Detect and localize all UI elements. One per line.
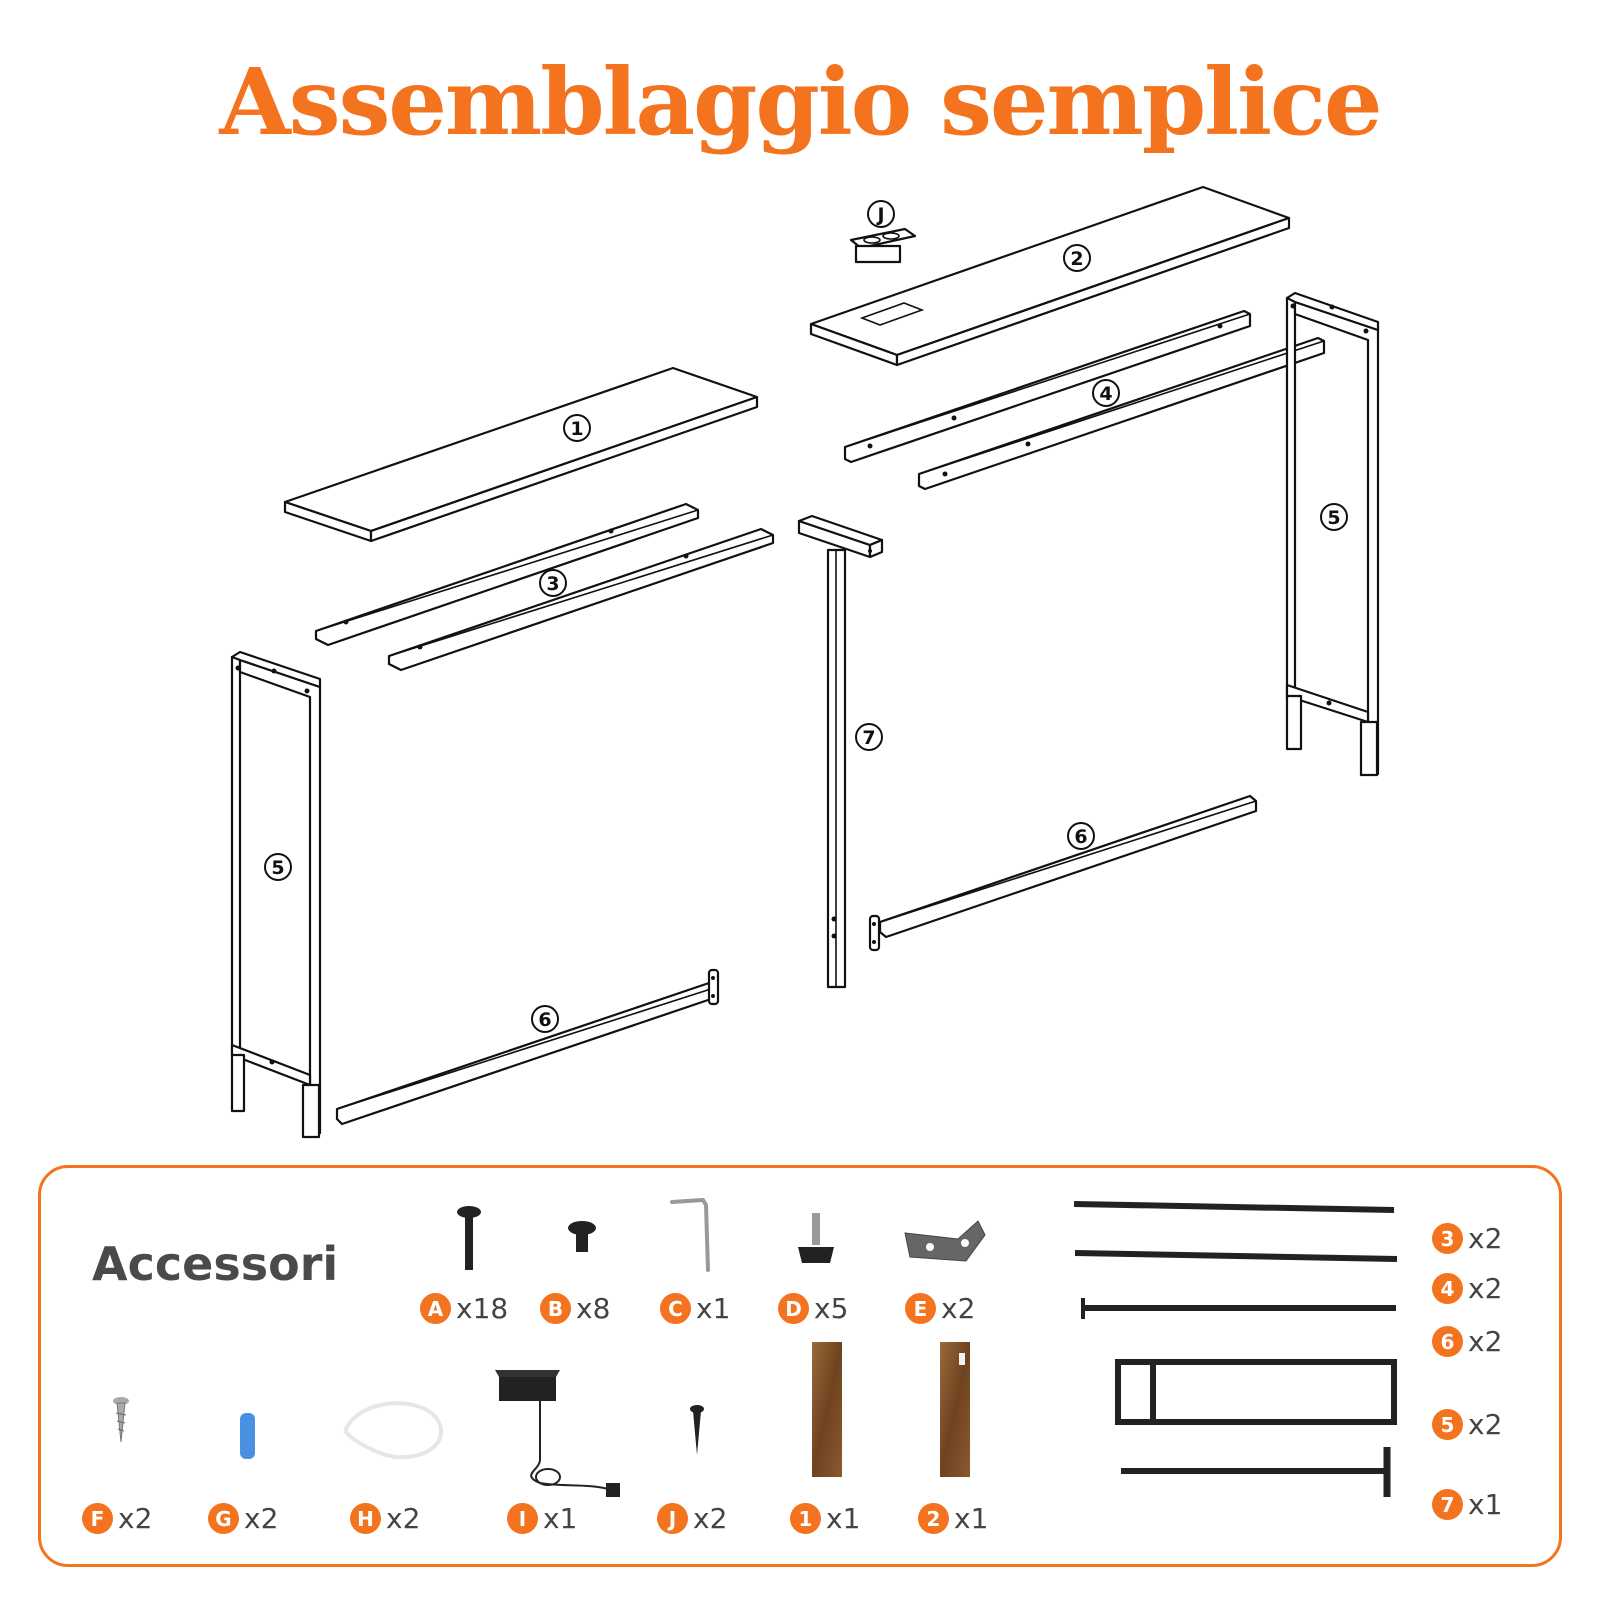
- svg-text:J: J: [875, 204, 884, 226]
- cable-box-i-icon: [495, 1370, 620, 1497]
- t-leg-7-icon: [1121, 1447, 1391, 1497]
- board-1: [283, 366, 759, 543]
- svg-text:6: 6: [538, 1009, 551, 1031]
- label-2: 2: [1063, 244, 1091, 272]
- accessories-title: Accessori: [92, 1237, 339, 1291]
- screw-j-icon: [690, 1405, 704, 1455]
- label-6-right: 6: [1067, 822, 1095, 850]
- part-j-cable-box: [849, 227, 917, 264]
- t-leg-7: [797, 514, 884, 989]
- label-5-right: 5: [1320, 503, 1348, 531]
- board-1-wood-icon: [812, 1342, 842, 1477]
- bar-6-icon: [1081, 1298, 1396, 1319]
- label-5-left: 5: [264, 853, 292, 881]
- svg-text:5: 5: [1327, 507, 1340, 529]
- svg-text:6: 6: [1074, 826, 1087, 848]
- hex-key-c-icon: [670, 1197, 710, 1272]
- label-1: 1: [563, 414, 591, 442]
- svg-text:5: 5: [271, 857, 284, 879]
- frame-5-right: [1285, 291, 1380, 777]
- bar-3-icon: [1073, 1201, 1395, 1213]
- svg-text:4: 4: [1099, 383, 1112, 405]
- leveling-foot-d-icon: [798, 1213, 834, 1263]
- screw-f-icon: [113, 1397, 129, 1443]
- accessories-panel: [38, 1165, 1562, 1567]
- bars-4: [843, 309, 1326, 491]
- bolt-b-icon: [568, 1221, 596, 1252]
- board-2-wood-icon: [940, 1342, 970, 1477]
- board-2: [809, 185, 1291, 367]
- frame-5-icon: [1115, 1359, 1397, 1425]
- accessory-illustrations: [113, 1197, 1398, 1497]
- label-7: 7: [855, 723, 883, 751]
- frame-5-left: [230, 650, 322, 1139]
- bars-3: [314, 502, 775, 672]
- cable-tie-h-icon: [343, 1401, 444, 1460]
- wall-anchor-g-icon: [240, 1413, 255, 1459]
- label-6-left: 6: [531, 1005, 559, 1033]
- exploded-assembly-diagram: 1 2 3 4 5 5 6 6 7 J: [230, 185, 1380, 1139]
- bolt-a-icon: [457, 1206, 481, 1270]
- label-4: 4: [1092, 379, 1120, 407]
- bar-6-left: [335, 968, 720, 1126]
- svg-text:3: 3: [546, 573, 559, 595]
- svg-text:1: 1: [570, 418, 583, 440]
- label-j: J: [867, 200, 895, 228]
- page-title: Assemblaggio semplice: [219, 48, 1382, 156]
- bar-6-right: [868, 794, 1258, 952]
- svg-text:2: 2: [1070, 248, 1083, 270]
- svg-text:7: 7: [862, 727, 875, 749]
- bracket-e-icon: [904, 1220, 986, 1262]
- label-3: 3: [539, 569, 567, 597]
- bar-4-icon: [1074, 1250, 1398, 1262]
